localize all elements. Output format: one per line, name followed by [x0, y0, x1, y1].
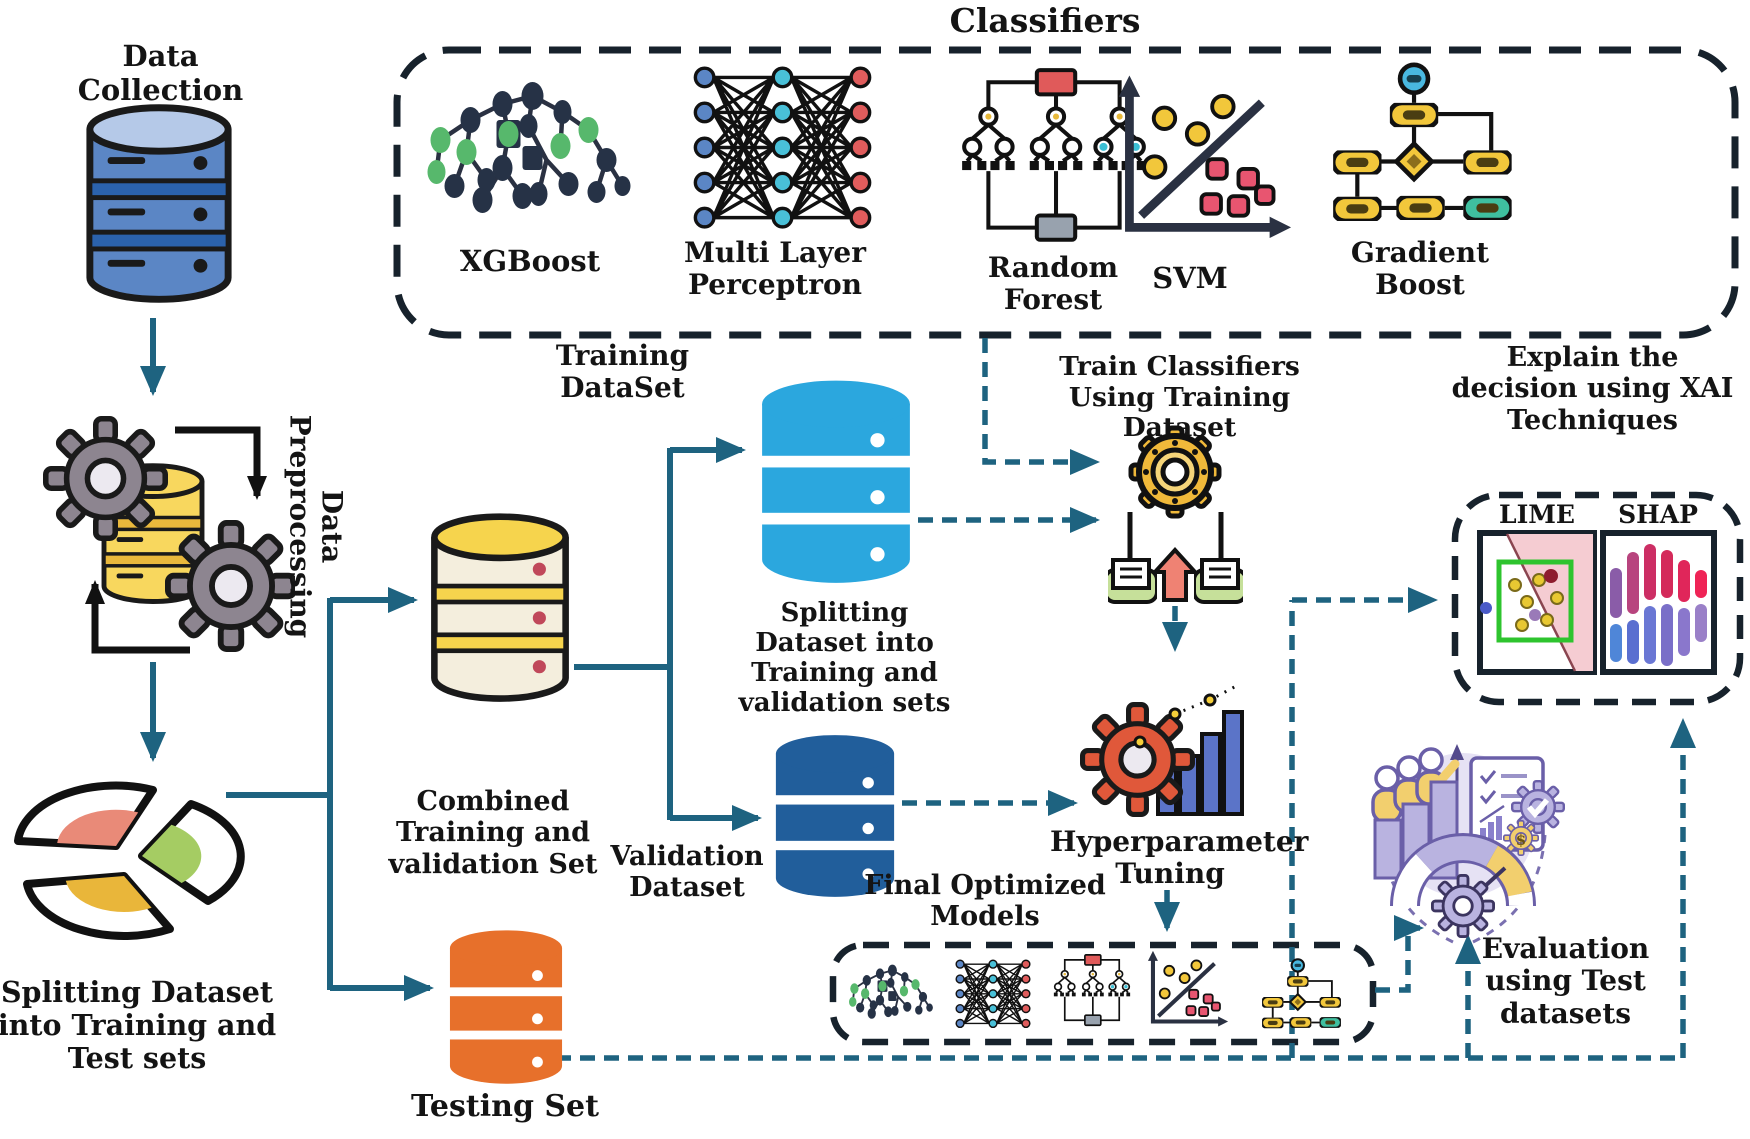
xgboost-icon	[408, 68, 643, 238]
training-dataset-label: Training DataSet	[555, 339, 690, 405]
final-models-label: Final Optimized Models	[864, 870, 1106, 933]
data-preprocessing-icon	[25, 408, 295, 654]
classifier-label-rf: Random Forest	[987, 251, 1119, 317]
testing-database-icon	[447, 930, 565, 1084]
splitting-test-label: Splitting Dataset into Training and Test…	[0, 975, 277, 1076]
classifier-label-svm: SVM	[1152, 261, 1228, 295]
gradient-boost-icon	[1312, 62, 1517, 234]
final-models-box	[829, 941, 1377, 1046]
xai-box	[1451, 491, 1744, 706]
classifier-label-mlp: Multi Layer Perceptron	[684, 236, 866, 302]
lime-label: LIME	[1498, 500, 1575, 529]
combined-set-database-icon	[425, 502, 575, 717]
data-preprocessing-label: Data Preprocessing	[283, 414, 349, 639]
classifier-label-xgboost: XGBoost	[459, 244, 601, 278]
shap-label: SHAP	[1618, 500, 1698, 529]
final-model-gb-icon	[1242, 958, 1354, 1034]
final-model-rf-icon	[1048, 952, 1136, 1034]
data-collection-label: Data Collection	[77, 39, 244, 107]
lime-plot-icon	[1477, 530, 1597, 675]
classifiers-title: Classifiers	[949, 1, 1141, 40]
splitting-validation-label: Splitting Dataset into Training and vali…	[738, 598, 951, 719]
mlp-icon	[693, 66, 872, 229]
splitting-pie-icon	[14, 781, 245, 940]
hyperparameter-tuning-label: Hyperparameter Tuning	[1050, 825, 1309, 891]
svg-text:$: $	[1516, 831, 1526, 849]
classifier-label-gb: Gradient Boost	[1350, 236, 1490, 302]
svm-icon	[1108, 72, 1293, 260]
combined-set-label: Combined Training and validation Set	[388, 786, 598, 880]
final-model-xgboost-icon	[847, 963, 934, 1020]
testing-set-label: Testing Set	[411, 1089, 599, 1124]
evaluation-icon: $	[1371, 744, 1565, 944]
evaluation-label: Evaluation using Test datasets	[1481, 932, 1650, 1030]
classifiers-box	[393, 46, 1739, 339]
final-model-mlp-icon	[955, 959, 1031, 1029]
shap-plot-icon	[1600, 530, 1717, 675]
hyperparameter-tuning-icon	[1080, 682, 1244, 832]
validation-dataset-label: Validation Dataset	[610, 841, 764, 904]
train-classifiers-gear-icon	[1108, 425, 1243, 604]
xai-title: Explain the decision using XAI Technique…	[1451, 342, 1734, 436]
data-collection-database-icon	[80, 103, 238, 308]
final-model-svm-icon	[1140, 950, 1232, 1036]
training-database-icon	[758, 380, 914, 583]
